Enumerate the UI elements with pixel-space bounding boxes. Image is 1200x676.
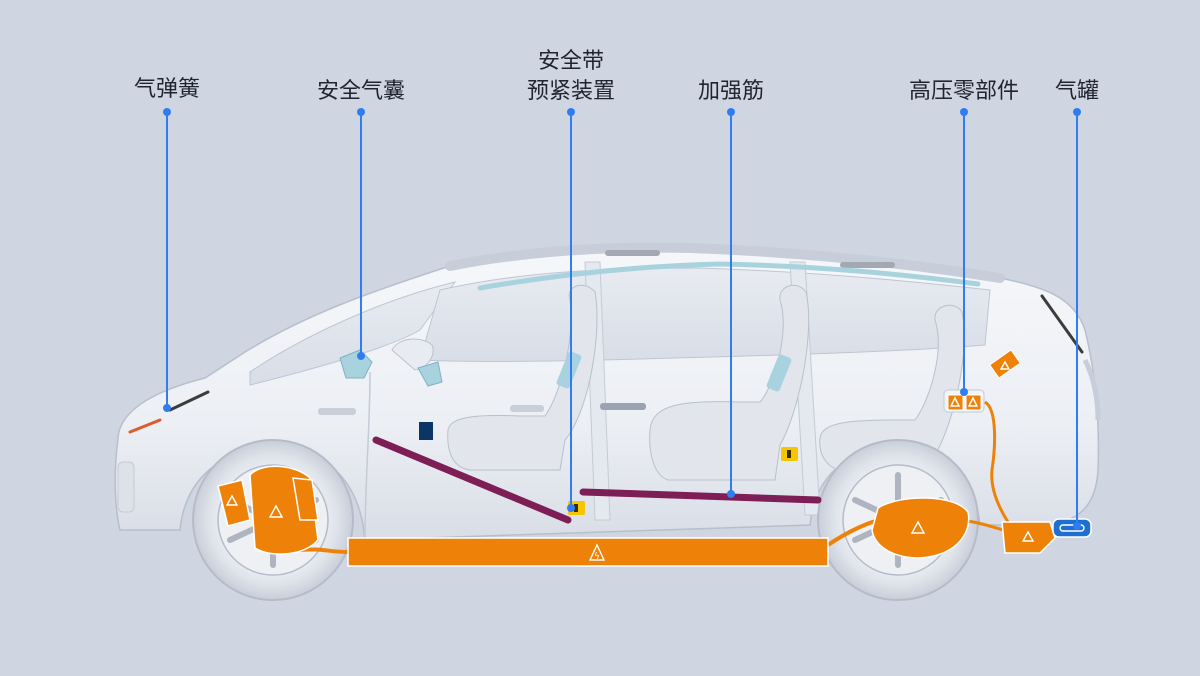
seat-airbag-1 bbox=[556, 351, 582, 389]
tailgate-hv-module bbox=[989, 349, 1021, 379]
callout-airbag: 安全气囊 bbox=[291, 77, 431, 107]
tailgate-gas-spring bbox=[1040, 294, 1084, 354]
door-module bbox=[419, 422, 433, 440]
front-inverter bbox=[217, 479, 251, 527]
svg-text:ϟ: ϟ bbox=[594, 552, 600, 562]
callout-seatbelt-pretensioner-line1: 安全带 bbox=[537, 49, 604, 74]
mirror-airbag bbox=[417, 361, 443, 387]
curtain-airbag bbox=[477, 261, 981, 291]
callout-seatbelt-pretensioner: 安全带 预紧装置 bbox=[501, 47, 641, 107]
callout-seatbelt-pretensioner-line2: 预紧装置 bbox=[526, 79, 615, 104]
battery-pack bbox=[347, 537, 829, 567]
callout-gas-spring: 气弹簧 bbox=[107, 75, 227, 105]
callout-airbag-text: 安全气囊 bbox=[316, 79, 405, 104]
callout-reinforcement: 加强筋 bbox=[671, 77, 791, 107]
gas-tank-component bbox=[1052, 518, 1092, 538]
callout-gas-tank-text: 气罐 bbox=[1054, 79, 1099, 104]
callout-gas-spring-text: 气弹簧 bbox=[133, 77, 200, 102]
high-voltage-warning-icon bbox=[225, 360, 1035, 561]
leader-lines bbox=[163, 108, 1081, 530]
front-gas-spring bbox=[168, 390, 210, 412]
callout-gas-tank: 气罐 bbox=[1032, 77, 1122, 107]
airbag-components bbox=[339, 261, 981, 392]
seat-airbag-2 bbox=[766, 354, 792, 392]
high-voltage-system: ϟ bbox=[217, 349, 1056, 567]
rear-motor bbox=[871, 497, 970, 559]
reinforcement-bars bbox=[372, 436, 822, 524]
callout-hv-components: 高压零部件 bbox=[889, 77, 1039, 107]
rear-hv-box bbox=[1001, 521, 1056, 554]
callout-reinforcement-text: 加强筋 bbox=[697, 79, 764, 104]
callout-hv-components-text: 高压零部件 bbox=[908, 79, 1019, 104]
